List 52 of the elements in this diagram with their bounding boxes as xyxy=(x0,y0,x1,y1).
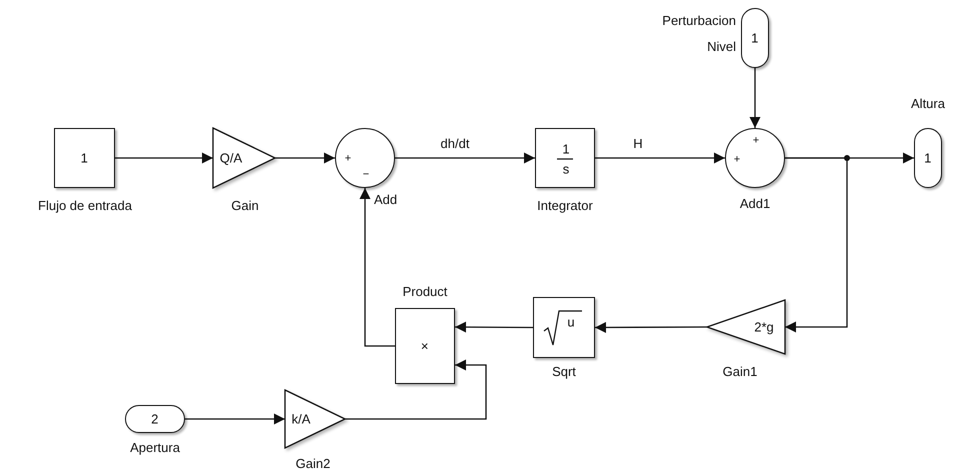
sign-symbol: + xyxy=(752,136,760,146)
block-name: Gain1 xyxy=(722,364,758,380)
signal-arrow xyxy=(595,152,725,164)
signal-arrow xyxy=(360,188,395,347)
product-block xyxy=(395,308,455,384)
gain-block xyxy=(285,390,345,448)
sign-symbol: − xyxy=(362,170,370,180)
block-name: Integrator xyxy=(536,198,594,214)
block-name: Apertura xyxy=(129,440,181,456)
signal-arrow xyxy=(595,322,707,333)
inport-block xyxy=(125,405,185,433)
constant-block xyxy=(54,128,115,188)
block-parameter: 2*g xyxy=(754,320,774,334)
sum-block xyxy=(335,128,395,188)
inport-block xyxy=(741,8,769,68)
sum-block xyxy=(725,128,785,188)
block-name: Gain xyxy=(230,198,260,214)
signal-arrow xyxy=(750,68,760,128)
block-parameter: 1 xyxy=(924,151,932,164)
signal-label: H xyxy=(631,137,645,150)
signal-arrow xyxy=(185,414,285,424)
signal-arrow xyxy=(115,152,213,164)
block-name: Altura xyxy=(910,96,946,112)
block-parameter: 1 xyxy=(751,31,758,44)
block-parameter: s xyxy=(562,162,570,176)
signal-arrow xyxy=(275,152,335,164)
block-name: Sqrt xyxy=(551,364,577,380)
block-parameter: 2 xyxy=(151,412,158,426)
signal-arrow xyxy=(455,322,533,333)
block-name: Product xyxy=(402,284,448,300)
signal-arrow xyxy=(345,360,487,420)
block-parameter: 1 xyxy=(562,142,570,156)
block-parameter: × xyxy=(420,339,428,352)
integrator-block xyxy=(535,128,595,188)
signal-arrow xyxy=(785,157,848,332)
sign-symbol: + xyxy=(734,154,740,166)
sqrt-block xyxy=(533,297,595,358)
block-name: Gain2 xyxy=(294,456,332,472)
block-name: Add1 xyxy=(738,196,772,212)
block-parameter: Q/A xyxy=(220,152,242,164)
block-parameter: 1 xyxy=(80,151,88,164)
gain-block xyxy=(213,128,275,188)
outport-block xyxy=(914,128,942,188)
signal-label: dh/dt xyxy=(438,137,472,150)
block-parameter: k/A xyxy=(292,412,310,426)
block-name: Perturbacion Nivel xyxy=(661,12,736,56)
block-parameter: u xyxy=(567,316,575,328)
gain-block xyxy=(707,300,785,354)
signal-arrow xyxy=(395,152,535,164)
block-name: Flujo de entrada xyxy=(37,198,133,214)
block-name: Add xyxy=(374,192,398,208)
sign-symbol: + xyxy=(344,154,352,164)
